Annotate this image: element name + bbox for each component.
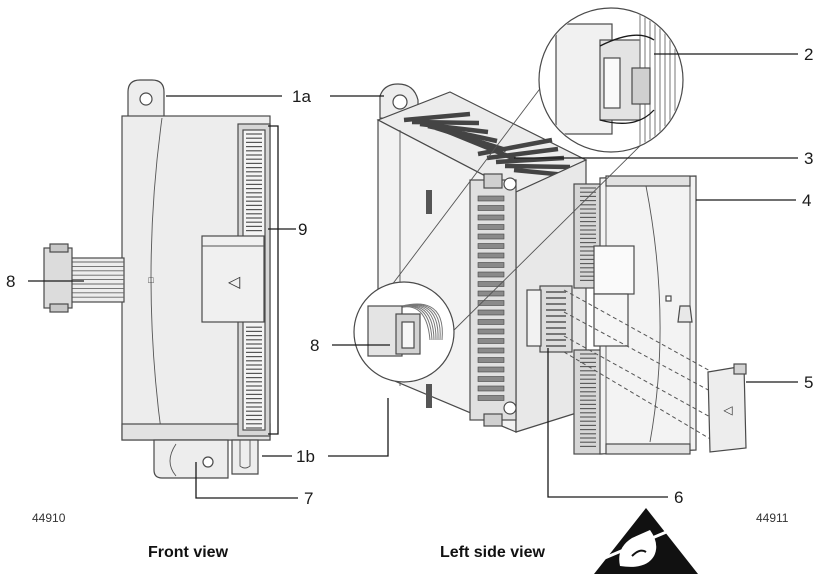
leader-6 [547,348,668,498]
front-top-mounting-hole [139,92,153,106]
front-view: ◁ □ [43,79,271,479]
end-cap-arrow-icon: ◁ [722,403,732,417]
side-top-mounting-hole [392,94,408,110]
side-door-hole [665,295,672,302]
terminal-pin [477,224,505,230]
callout-1b: 1b [296,447,315,466]
front-din-latch [231,439,259,475]
front-small-mark-icon: □ [148,275,154,285]
vent-slot [403,111,471,123]
terminal-pin [477,309,505,316]
side-vent-slots [403,111,577,179]
terminal-pin [477,328,505,335]
terminal-pin [477,366,505,373]
side-cable-clip-bottom [483,413,503,427]
terminal-pin [477,195,505,202]
caption-left-side-view: Left side view [440,544,545,561]
side-view: ◁ [353,7,747,455]
terminal-pin [477,376,505,382]
side-end-cap [707,365,747,453]
callout-8-side: 8 [310,336,319,355]
terminal-pin [477,233,505,240]
callout-3: 3 [804,149,813,168]
front-connector-pins [246,133,262,429]
figure-number-front: 44910 [32,511,66,525]
leader-lines [28,53,798,499]
callout-2: 2 [804,45,813,64]
side-right-connector-lower [573,349,603,455]
side-cable-clip-top [483,173,503,189]
side-slot-upper [426,190,432,214]
terminal-pin [477,385,505,392]
side-bus-connector [526,285,573,353]
front-cable-plug [43,247,73,309]
terminal-pin [477,300,505,306]
front-bus-lever [201,235,265,323]
bracket-9 [268,125,279,435]
callout-8-front: 8 [6,272,15,291]
side-door-hinge-top [605,175,691,187]
callout-1a: 1a [292,87,311,106]
callout-7: 7 [304,489,313,508]
terminal-pin [477,252,505,259]
callout-6: 6 [674,488,683,507]
callout-5: 5 [804,373,813,392]
side-slot-lower [426,384,432,408]
callout-9: 9 [298,220,307,239]
side-ribbon-plug-detail [353,281,455,383]
front-ribbon-cable [43,243,125,313]
side-inner-pocket [593,245,635,295]
terminal-pin [477,214,505,221]
caption-front-view: Front view [148,544,229,561]
side-lower-screw [503,401,517,415]
terminal-pin [477,347,505,354]
side-upper-screw [503,177,517,191]
front-bus-lever-arrow-icon: ◁ [227,274,241,291]
figure-number-side: 44911 [756,511,789,525]
side-projection-lines [563,289,713,441]
callout-4: 4 [802,191,811,210]
callout-labels: 1a 2 3 4 9 8 8 5 1b 7 6 [6,45,813,508]
vent-slot [486,146,559,161]
vent-slot [504,163,571,170]
side-inner-pocket-lower [593,293,629,347]
vent-slot [495,155,565,165]
vent-slot [477,137,553,157]
terminal-pin [477,357,505,363]
leader-1b-side [328,398,389,457]
front-side-bevel [150,117,163,439]
terminal-pin [477,319,505,325]
terminal-pin [477,338,505,344]
terminal-pin [477,395,505,401]
leader-7 [195,462,298,499]
esd-warning-icon [594,508,698,574]
terminal-pin [477,281,505,287]
terminal-pin [477,205,505,211]
side-door-hinge-bottom [605,443,691,455]
side-end-cap-clip [733,363,747,375]
side-door-screw [677,305,693,323]
terminal-pin [477,262,505,268]
terminal-pin [477,243,505,249]
front-bottom-mounting-tab [153,439,229,479]
front-bottom-mounting-hole [202,456,214,468]
terminal-pin [477,271,505,278]
